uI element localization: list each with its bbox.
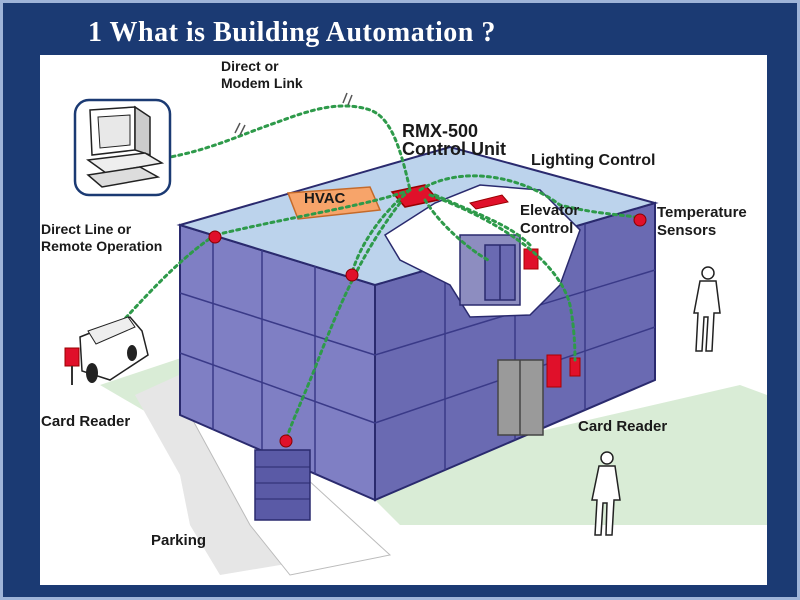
label-direct-line-line2: Remote Operation [41,238,162,254]
person-right [693,266,721,352]
label-elevator-line1: Elevator [520,202,579,219]
elevator-control-panel [523,248,539,270]
lighting-control-unit [469,194,509,210]
car [79,316,149,383]
label-temperature-line1: Temperature [657,204,747,221]
diagram-panel: Direct or Modem Link RMX-500 Control Uni… [40,55,767,585]
label-lighting-control: Lighting Control [531,152,655,169]
label-rmx-line2: Control Unit [402,139,506,159]
label-direct-link-line1: Direct or [221,58,279,74]
link-break-marks [234,92,353,136]
slide-title: 1 What is Building Automation ? [88,17,496,48]
label-direct-line-line1: Direct Line or [41,221,132,237]
label-temperature-line2: Sensors [657,222,716,239]
sensor-dot [633,213,647,227]
label-card-reader-right: Card Reader [578,418,667,435]
sensor-dot [345,268,359,282]
garage-door [254,449,311,521]
sensor-dot [279,434,293,448]
label-direct-link-line2: Modem Link [221,75,303,91]
garage-door-slats [255,466,310,500]
label-card-reader-left: Card Reader [41,413,130,430]
lawn-right [350,385,767,525]
label-hvac: HVAC [304,190,346,207]
hvac-unit [286,186,382,220]
person-bottom [591,451,621,536]
label-parking: Parking [151,532,206,549]
computer-workstation [73,98,172,197]
sensor-dot [208,230,222,244]
label-rmx-line1: RMX-500 [402,121,478,141]
label-elevator-line2: Control [520,220,573,237]
building-automation-diagram: Direct or Modem Link RMX-500 Control Uni… [41,58,767,576]
card-reader-panel [546,354,562,388]
parking-card-reader [64,347,80,385]
